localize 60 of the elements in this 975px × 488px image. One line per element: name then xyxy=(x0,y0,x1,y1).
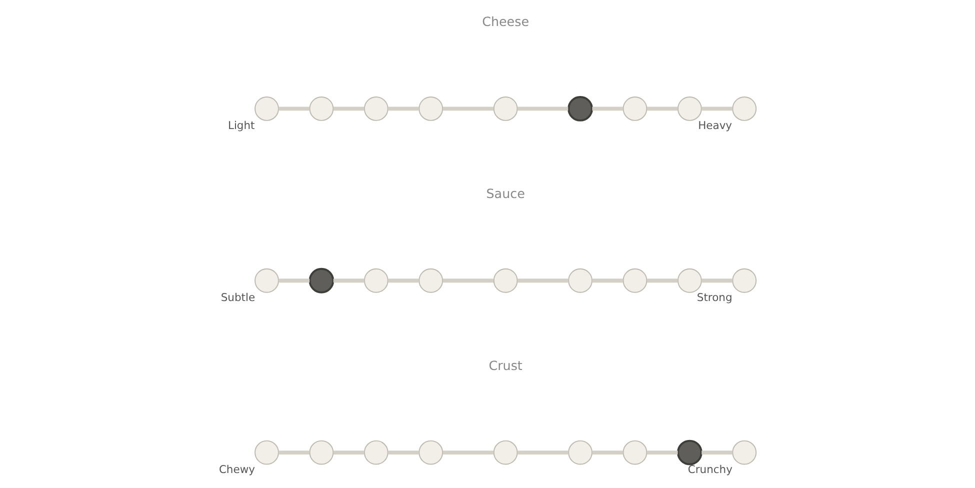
connector xyxy=(442,450,494,454)
connector xyxy=(592,106,624,111)
node-label: Light xyxy=(228,119,255,132)
connector xyxy=(278,278,310,283)
node-circle xyxy=(732,440,757,465)
connector xyxy=(592,450,624,454)
connector xyxy=(646,450,678,454)
connector xyxy=(518,106,568,111)
node-circle xyxy=(676,440,702,466)
node-label: Chewy xyxy=(218,462,255,476)
connector xyxy=(388,106,419,111)
node-circle xyxy=(677,96,702,121)
node-circle xyxy=(493,440,518,465)
node-circle xyxy=(418,96,444,121)
connector xyxy=(388,450,419,454)
node-label: Subtle xyxy=(220,290,256,304)
connector xyxy=(278,106,310,111)
node-circle xyxy=(677,268,702,293)
node-circle xyxy=(364,96,388,121)
node-circle xyxy=(308,268,334,294)
node-circle xyxy=(622,96,648,121)
node-label: Crunchy xyxy=(688,462,732,476)
node-circle xyxy=(254,96,279,121)
node-circle xyxy=(418,268,444,293)
node-circle xyxy=(568,440,592,465)
connector xyxy=(592,278,624,283)
node-circle xyxy=(493,268,518,293)
node-circle xyxy=(568,96,593,122)
node-label: Heavy xyxy=(698,119,732,132)
connector xyxy=(278,450,310,454)
node-circle xyxy=(364,268,388,293)
label: Crust xyxy=(488,358,522,373)
node-circle xyxy=(622,268,648,293)
node-circle xyxy=(568,268,592,293)
connector xyxy=(442,106,494,111)
connector xyxy=(702,106,732,111)
node-circle xyxy=(364,440,388,465)
connector xyxy=(518,278,568,283)
label: Cheese xyxy=(482,14,530,30)
node-circle xyxy=(309,440,334,465)
connector xyxy=(702,278,732,283)
connector xyxy=(518,450,568,454)
node-circle xyxy=(493,96,518,121)
node-circle xyxy=(309,96,334,121)
node-circle xyxy=(732,96,757,121)
node-label: Strong xyxy=(696,290,732,304)
connector xyxy=(333,278,364,283)
connector xyxy=(442,278,494,283)
node-circle xyxy=(732,268,757,293)
node-circle xyxy=(254,440,279,465)
connector xyxy=(702,450,732,454)
label: Sauce xyxy=(486,186,525,201)
node-circle xyxy=(418,440,444,465)
node-circle xyxy=(622,440,648,465)
connector xyxy=(646,278,678,283)
connector xyxy=(388,278,419,283)
connector xyxy=(646,106,678,111)
node-circle xyxy=(254,268,279,293)
connector xyxy=(333,106,364,111)
connector xyxy=(333,450,364,454)
